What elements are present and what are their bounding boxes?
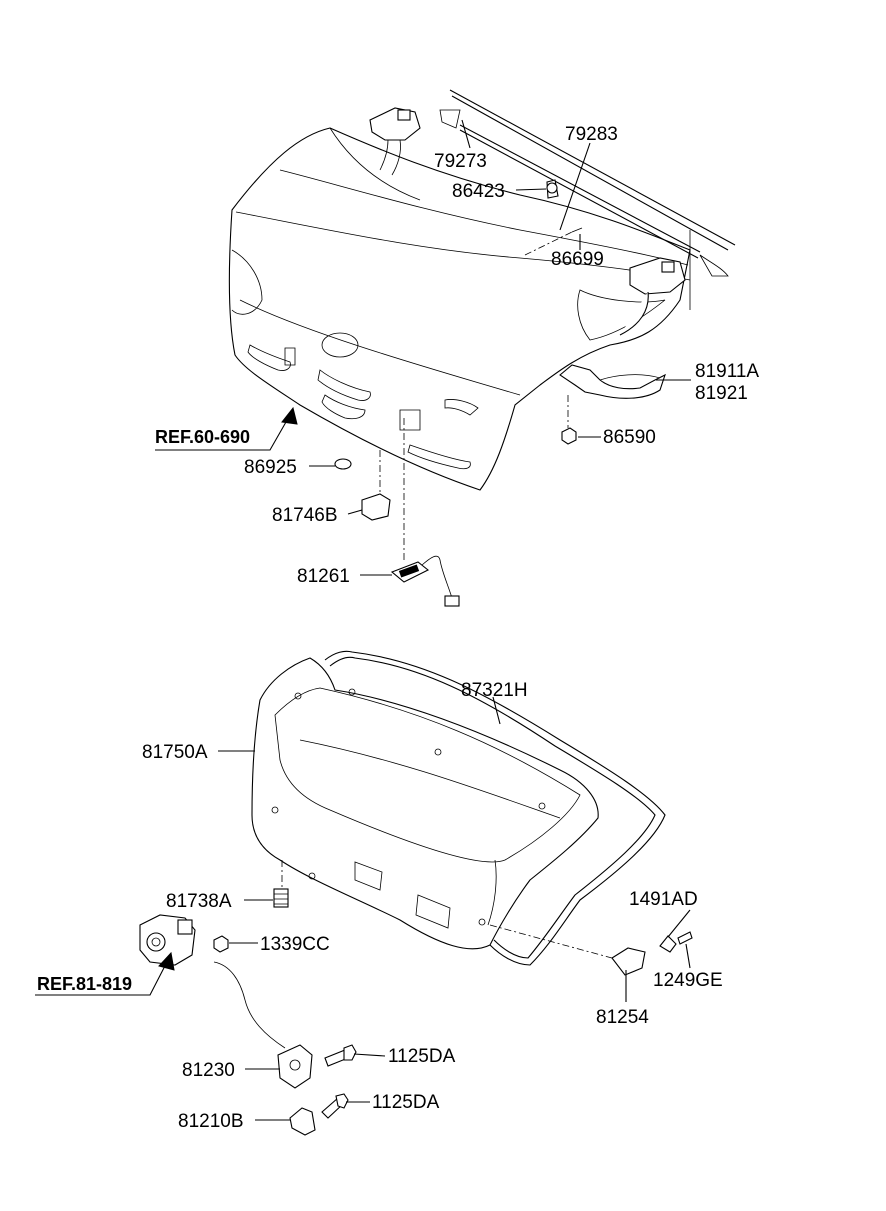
label-1339CC: 1339CC xyxy=(260,934,330,955)
label-86699: 86699 xyxy=(551,249,604,270)
torsion-bars xyxy=(439,89,736,310)
ref-81-819: REF.81-819 xyxy=(37,974,132,994)
label-87321H: 87321H xyxy=(461,680,528,701)
pin-86699 xyxy=(524,227,583,256)
label-1249GE: 1249GE xyxy=(653,970,723,991)
label-1491AD: 1491AD xyxy=(629,889,698,910)
hinge-right xyxy=(619,257,686,336)
switch-81254 xyxy=(489,924,646,976)
label-81254: 81254 xyxy=(596,1007,649,1028)
latch-actuator xyxy=(139,914,196,966)
screw-1249GE xyxy=(677,931,693,945)
leader-lines xyxy=(35,119,691,1121)
label-81230: 81230 xyxy=(182,1060,235,1081)
label-81911A: 81911A xyxy=(695,361,759,382)
striker-81210B xyxy=(289,1107,316,1136)
label-81921: 81921 xyxy=(695,383,748,404)
license-lamp-81261 xyxy=(390,418,460,607)
label-81750A: 81750A xyxy=(142,742,208,763)
nut-86590 xyxy=(561,395,577,445)
label-81261: 81261 xyxy=(297,566,350,587)
label-79283: 79283 xyxy=(565,124,618,145)
label-81210B: 81210B xyxy=(178,1111,244,1132)
trim-panel-81750A xyxy=(251,657,599,950)
bolt-1125DA-a xyxy=(324,1044,357,1067)
clip-81746B xyxy=(361,450,391,521)
label-79273: 79273 xyxy=(434,151,487,172)
plug-86925 xyxy=(334,458,352,470)
latch-81230 xyxy=(213,961,313,1089)
weatherstrip-87321H xyxy=(324,650,666,966)
stopper-81738A xyxy=(273,860,289,908)
hinge-bracket-81911A xyxy=(559,364,666,399)
clip-1491AD xyxy=(659,935,677,953)
hinge-left xyxy=(369,107,421,176)
label-86925: 86925 xyxy=(244,457,297,478)
bolt-1125DA-b xyxy=(321,1093,349,1119)
label-1125DA-b: 1125DA xyxy=(372,1092,440,1113)
label-86590: 86590 xyxy=(603,427,656,448)
nut-1339CC xyxy=(213,935,229,953)
label-86423: 86423 xyxy=(452,181,505,202)
bumper-86423 xyxy=(546,179,559,199)
label-81738A: 81738A xyxy=(166,891,232,912)
label-81746B: 81746B xyxy=(272,505,338,526)
trunk-lid-panel xyxy=(228,127,691,491)
label-1125DA-a: 1125DA xyxy=(388,1046,456,1067)
ref-60-690: REF.60-690 xyxy=(155,427,250,447)
